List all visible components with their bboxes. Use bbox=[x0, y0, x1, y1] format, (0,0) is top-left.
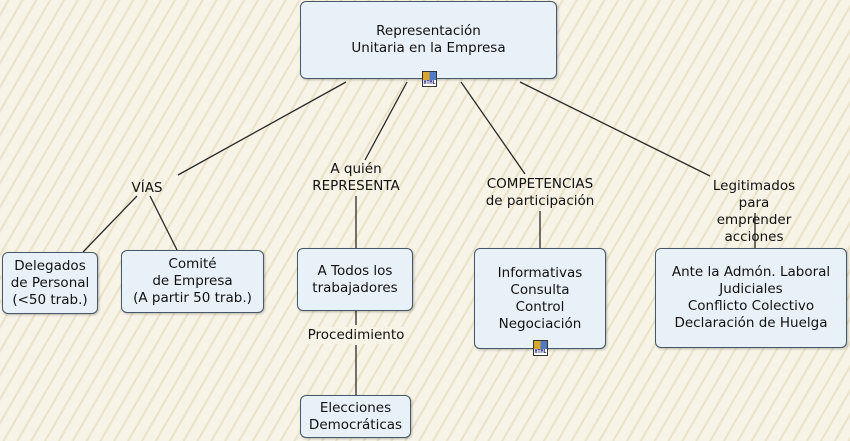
node-elecciones-text: Elecciones Democráticas bbox=[308, 399, 403, 433]
link-root-aquien bbox=[364, 81, 408, 161]
branch-label-vias: VÍAS bbox=[131, 180, 163, 196]
node-todos-trabajadores[interactable]: A Todos los trabajadores bbox=[297, 248, 413, 311]
branch-label-competencias: COMPETENCIAS de participación bbox=[485, 176, 595, 209]
link-vias-comite bbox=[149, 195, 178, 251]
label-procedimiento: Procedimiento bbox=[307, 327, 405, 344]
node-legitimados[interactable]: Ante la Admón. Laboral Judiciales Confli… bbox=[655, 248, 847, 348]
node-comite[interactable]: Comité de Empresa (A partir 50 trab.) bbox=[121, 250, 264, 313]
branch-label-a-quien: A quién REPRESENTA bbox=[312, 161, 400, 194]
link-vias-delegados bbox=[82, 195, 138, 253]
node-competencias[interactable]: Informativas Consulta Control Negociació… bbox=[474, 248, 606, 349]
html-attachment-icon[interactable]: HTML bbox=[422, 71, 437, 87]
node-delegados[interactable]: Delegados de Personal (<50 trab.) bbox=[2, 252, 98, 314]
link-root-vias bbox=[177, 81, 347, 176]
branch-label-legitimados: Legitimados para emprender acciones bbox=[712, 178, 796, 245]
link-root-legitimados bbox=[519, 81, 711, 177]
root-node[interactable]: Representación Unitaria en la Empresa bbox=[300, 1, 557, 79]
root-node-text: Representación Unitaria en la Empresa bbox=[351, 23, 506, 56]
node-delegados-text: Delegados de Personal (<50 trab.) bbox=[10, 257, 90, 308]
node-todos-text: A Todos los trabajadores bbox=[312, 262, 398, 296]
node-elecciones[interactable]: Elecciones Democráticas bbox=[300, 395, 411, 438]
node-legitimados-text: Ante la Admón. Laboral Judiciales Confli… bbox=[671, 264, 831, 331]
node-comite-text: Comité de Empresa (A partir 50 trab.) bbox=[133, 256, 252, 306]
html-attachment-icon[interactable]: HTML bbox=[533, 340, 548, 356]
node-competencias-text: Informativas Consulta Control Negociació… bbox=[497, 264, 583, 332]
link-root-competencias bbox=[460, 81, 526, 175]
